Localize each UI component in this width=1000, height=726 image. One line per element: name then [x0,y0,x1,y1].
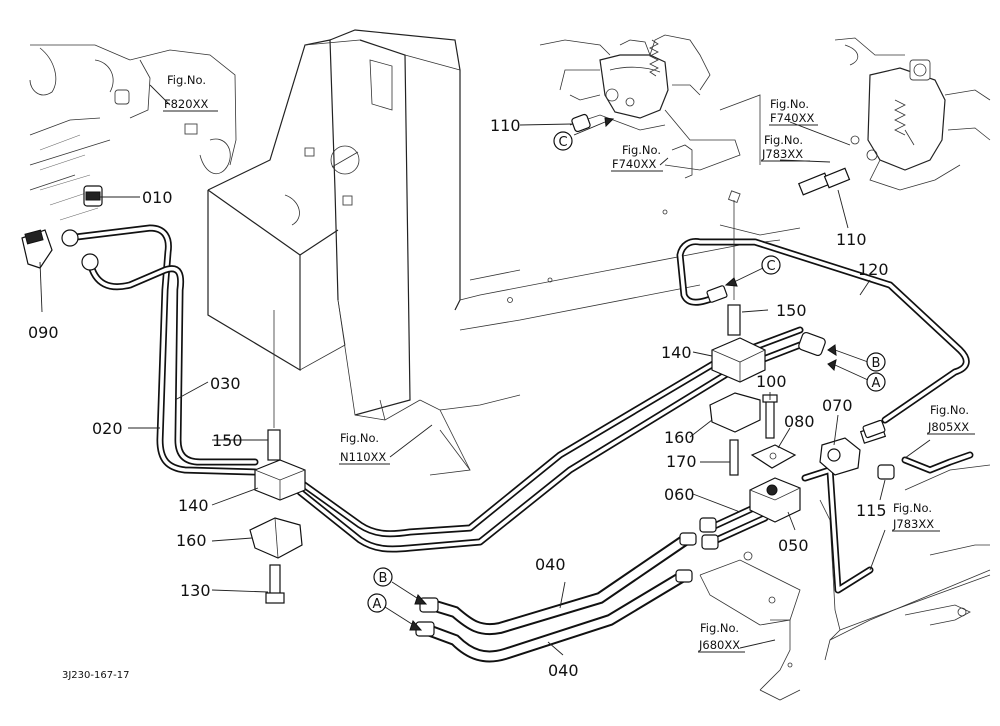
connector-a-right-label: A [872,376,881,391]
label-120: 120 [858,260,889,279]
bolt-170 [729,439,739,476]
fig-ref-f740-mid: Fig.No. F740XX [611,143,663,172]
connector-b-right: B [866,352,886,372]
connector-c-top: C [553,131,573,151]
fig-ref-f740-right-title: Fig.No. [770,97,809,111]
fig-ref-j783-upper-title: Fig.No. [764,133,803,147]
fig-ref-j680-code: J680XX [698,638,740,652]
label-150-left: 150 [212,431,243,450]
label-110-left: 110 [490,116,521,135]
connector-b-left-label: B [379,571,388,586]
bolt-130 [265,564,285,604]
fig-ref-j783-lower: Fig.No. J783XX [892,501,940,532]
label-040-lower: 040 [548,661,579,680]
label-110-right: 110 [836,230,867,249]
fig-ref-f740-mid-code: F740XX [612,157,656,171]
label-130: 130 [180,581,211,600]
label-160-left: 160 [176,531,207,550]
long-pipes-to-right-block [296,326,804,553]
fig-ref-f820-code: F820XX [164,97,208,111]
fig-ref-f740-right-code: F740XX [770,111,814,125]
label-140-left: 140 [178,496,209,515]
fig-ref-f820-title: Fig.No. [167,73,206,87]
fig-ref-j680-title: Fig.No. [700,621,739,635]
connector-arrows [384,117,869,631]
connector-a-left: A [367,593,387,613]
fig-ref-n110: Fig.No. N110XX [339,431,390,465]
fig-ref-j783-lower-title: Fig.No. [893,501,932,515]
plug-110-right [797,167,851,196]
plate-080 [750,444,797,469]
label-150-right: 150 [776,301,807,320]
pipe-120 [676,238,970,424]
label-100: 100 [756,372,787,391]
hose-end-fittings [415,517,719,637]
fig-ref-f740-right: Fig.No. F740XX [769,97,818,126]
label-010: 010 [142,188,173,207]
clamp-block-140-right [711,337,766,383]
pipe-to-j783-lower [801,466,874,594]
pipe-to-j805 [901,451,974,474]
label-160-right: 160 [664,428,695,447]
block-050 [749,477,801,523]
hoses-040 [422,534,691,663]
connector-c-right: C [761,255,781,275]
label-140-right: 140 [661,343,692,362]
part-labels: 010 020 030 040 040 050 060 070 080 090 … [28,116,889,680]
bracket-160-right [709,392,761,433]
bracket-160-left [249,517,303,559]
label-040-upper: 040 [535,555,566,574]
fig-ref-n110-code: N110XX [340,450,386,464]
leader-lines [39,84,931,656]
pipe-030 [86,258,259,466]
fig-ref-n110-title: Fig.No. [340,431,379,445]
fig-ref-j805-title: Fig.No. [930,403,969,417]
fig-ref-f820: Fig.No. F820XX [163,73,218,112]
label-020: 020 [92,419,123,438]
plug-110-left [571,113,591,133]
label-030: 030 [210,374,241,393]
diagram-code: 3J230-167-17 [62,670,129,681]
connector-b-left: B [373,567,393,587]
connector-c-right-label: C [766,259,775,274]
connector-120-end-fittings [706,285,886,439]
tee-070 [819,424,895,480]
fig-ref-j783-upper: Fig.No. J783XX [761,133,810,162]
pipe-020 [64,224,259,476]
label-060: 060 [664,485,695,504]
connector-b-right-label: B [872,356,881,371]
fig-ref-j805-code: J805XX [927,420,969,434]
machine-frame-outline [29,29,991,701]
fitting-090 [21,229,99,271]
label-080: 080 [784,412,815,431]
label-115: 115 [856,501,887,520]
fig-ref-j680: Fig.No. J680XX [698,621,745,653]
connector-a-left-label: A [373,597,382,612]
spacer-150-right [727,200,741,336]
fitting-010 [83,185,103,207]
connector-c-top-label: C [558,135,567,150]
label-170: 170 [666,452,697,471]
fig-ref-j783-lower-code: J783XX [892,517,934,531]
spacer-150-left [267,310,281,461]
connector-a-right: A [866,372,886,392]
clamp-block-140-left [254,459,306,501]
bolt-100 [762,394,778,439]
label-070: 070 [822,396,853,415]
fig-ref-j805: Fig.No. J805XX [927,403,975,435]
fig-ref-f740-mid-title: Fig.No. [622,143,661,157]
label-090: 090 [28,323,59,342]
fig-ref-j783-upper-code: J783XX [761,147,803,161]
label-050: 050 [778,536,809,555]
